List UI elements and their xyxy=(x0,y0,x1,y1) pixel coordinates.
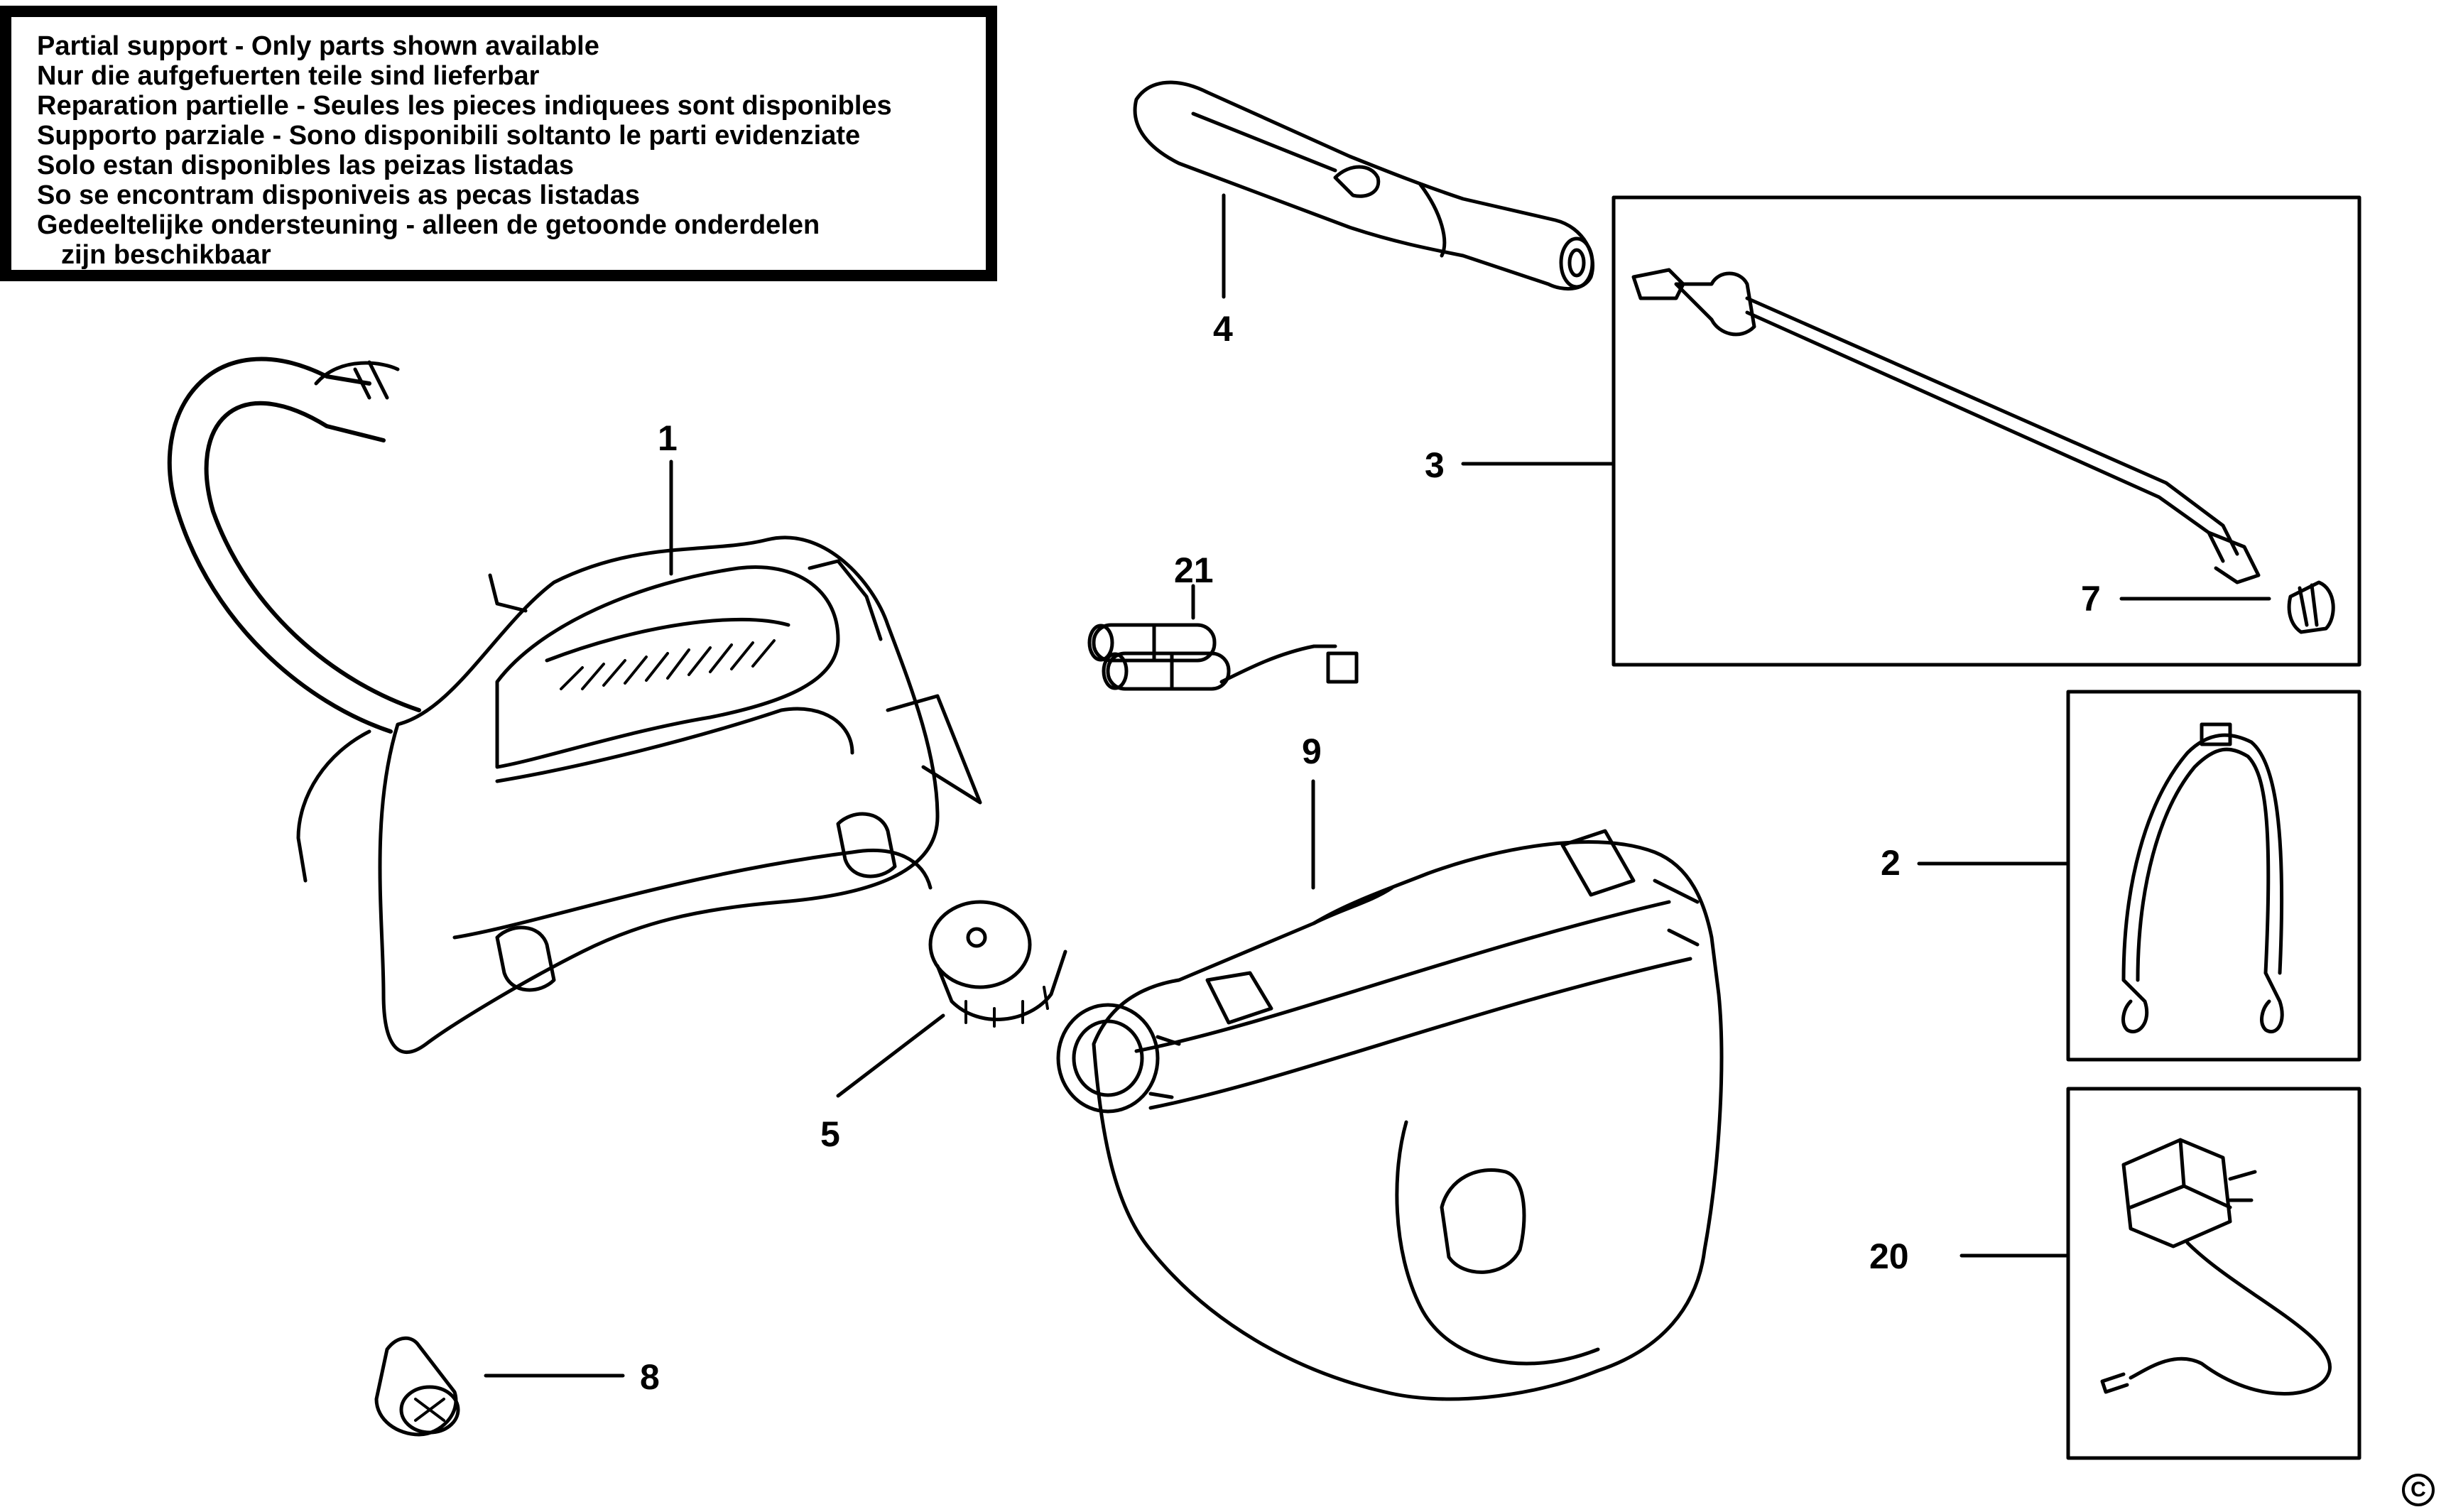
part-2-box xyxy=(2066,690,2361,1062)
part-number-1: 1 xyxy=(658,418,678,458)
part-number-20: 20 xyxy=(1869,1236,1909,1276)
part-number-9: 9 xyxy=(1302,731,1322,771)
notice-line-es: Solo estan disponibles las peizas listad… xyxy=(37,151,575,180)
leader-5 xyxy=(836,1013,945,1098)
part-3-lance xyxy=(1631,268,2261,584)
notice-line-pt: So se encontram disponiveis as pecas lis… xyxy=(37,180,641,210)
part-3-box xyxy=(1611,195,2361,667)
part-number-7: 7 xyxy=(2081,579,2101,619)
part-20-box xyxy=(2066,1087,2361,1460)
part-21-battery-pack xyxy=(1087,623,1359,691)
partial-support-notice: Partial support - Only parts shown avail… xyxy=(0,6,997,281)
part-number-21: 21 xyxy=(1174,550,1214,590)
part-20-charger xyxy=(2100,1138,2332,1396)
part-2-strap xyxy=(2121,722,2284,1033)
notice-line-nl: Gedeeltelijke ondersteuning - alleen de … xyxy=(37,210,820,240)
part-7-nozzle xyxy=(2287,580,2335,634)
part-number-2: 2 xyxy=(1881,843,1901,883)
part-number-4: 4 xyxy=(1213,309,1233,349)
notice-line-de: Nur die aufgefuerten teile sind lieferba… xyxy=(37,61,540,91)
notice-line-nl-cont: zijn beschikbaar xyxy=(61,240,271,270)
part-number-5: 5 xyxy=(820,1114,840,1154)
notice-line-en: Partial support - Only parts shown avail… xyxy=(37,31,599,61)
part-9-tank xyxy=(1056,829,1724,1401)
part-5-filler-cap xyxy=(928,900,1067,1028)
part-number-8: 8 xyxy=(640,1357,660,1397)
part-8-nozzle-head xyxy=(374,1336,460,1437)
notice-line-fr: Reparation partielle - Seules les pieces… xyxy=(37,91,892,121)
copyright-mark: C xyxy=(2402,1474,2435,1506)
part-4-handle xyxy=(1133,80,1595,291)
part-number-3: 3 xyxy=(1425,445,1445,485)
part-1-pump-housing xyxy=(167,357,982,1054)
notice-line-it: Supporto parziale - Sono disponibili sol… xyxy=(37,121,861,151)
